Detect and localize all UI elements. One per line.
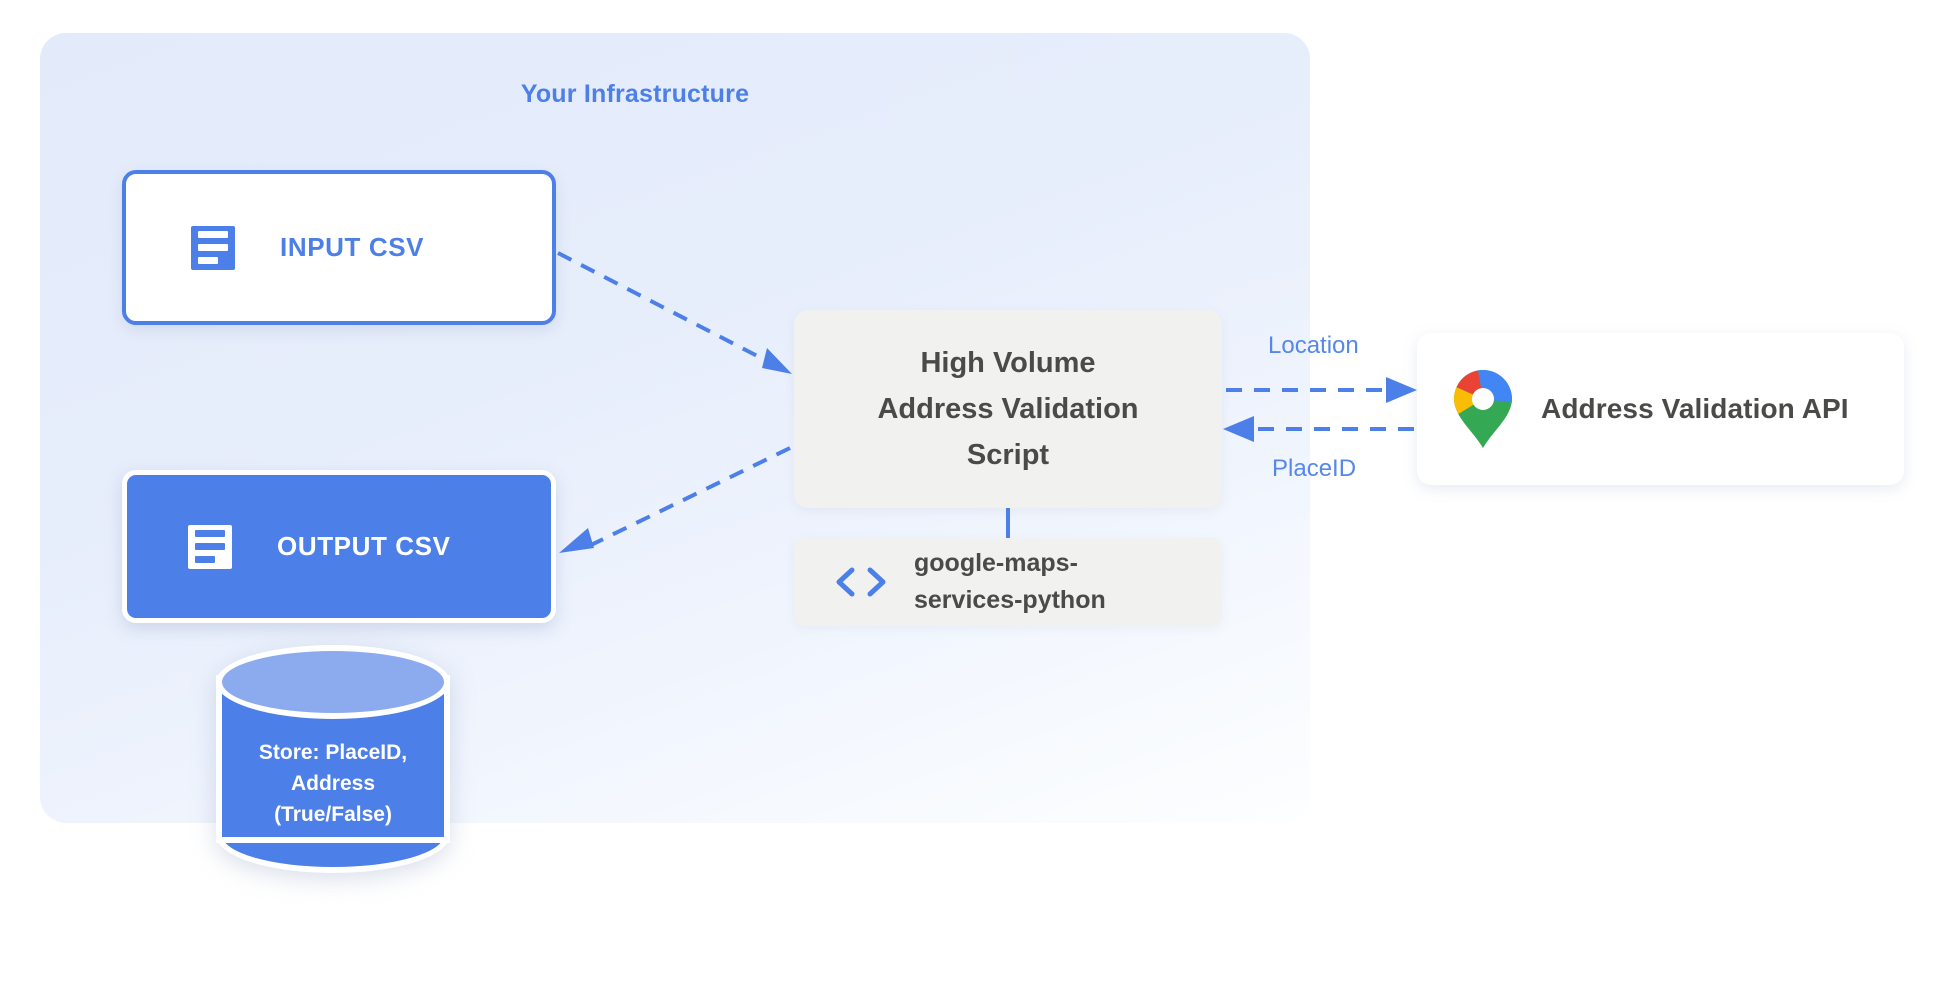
node-output-csv[interactable]: OUTPUT CSV: [122, 470, 556, 623]
edge-script-to-library: [1006, 508, 1010, 538]
document-icon-line: [195, 530, 225, 537]
document-icon: [179, 515, 241, 578]
database-cylinder-top: [216, 645, 450, 719]
infrastructure-panel-title: Your Infrastructure: [520, 80, 750, 108]
node-database[interactable]: Store: PlaceID, Address (True/False): [210, 645, 456, 877]
node-address-validation-api[interactable]: Address Validation API: [1417, 333, 1904, 485]
google-maps-pin-icon: [1451, 369, 1515, 449]
document-icon-sheet: [191, 225, 235, 270]
document-icon-sheet: [188, 524, 232, 569]
node-input-csv[interactable]: INPUT CSV: [122, 170, 556, 325]
node-library-label: google-maps- services-python: [914, 549, 1106, 614]
code-brackets-icon: [830, 558, 892, 606]
document-icon-line: [198, 257, 218, 264]
document-icon-line: [195, 556, 215, 563]
document-icon: [182, 216, 244, 279]
node-script[interactable]: High Volume Address Validation Script: [794, 310, 1222, 508]
document-icon-line: [195, 543, 225, 550]
node-input-csv-label: INPUT CSV: [280, 232, 425, 262]
document-icon-line: [198, 244, 228, 251]
node-library[interactable]: google-maps- services-python: [794, 538, 1222, 626]
edge-label-placeid: PlaceID: [1272, 455, 1357, 482]
edge-label-location: Location: [1268, 332, 1359, 359]
node-output-csv-label: OUTPUT CSV: [277, 531, 451, 561]
node-script-label: High Volume Address Validation Script: [877, 347, 1139, 471]
document-icon-line: [198, 231, 228, 238]
node-address-validation-api-label: Address Validation API: [1541, 393, 1849, 424]
node-database-label: Store: PlaceID, Address (True/False): [258, 741, 408, 826]
